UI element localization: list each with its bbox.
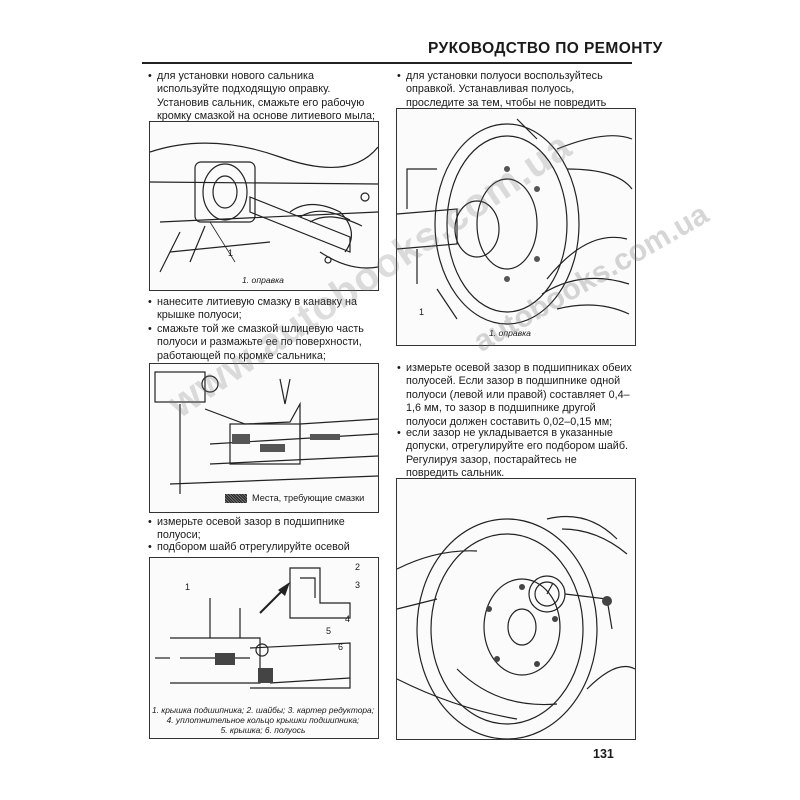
fig3-callout-3: 3 [355,580,361,590]
seal-install-drawing [150,142,378,273]
axle-install-drawing [397,118,633,325]
rfig1-caption: 1. оправка [489,328,531,338]
figure-lubrication-points: Места, требующие смазки [149,363,379,513]
bullet: • [397,362,401,374]
figure-dial-indicator [396,478,636,740]
right-paragraph-2: • измерьте осевой зазор в подшипниках об… [397,362,632,428]
header-rule [142,62,632,64]
left-paragraph-1: • для установки нового сальника использу… [148,70,376,123]
fig1-caption: 1. оправка [242,275,284,285]
legend-swatch [225,494,247,503]
bullet: • [148,541,152,553]
bullet: • [397,427,401,439]
lubrication-drawing [154,371,378,494]
left-paragraph-3: • смажьте той же смазкой шлицевую часть … [148,323,364,362]
figure-install-seal: 1 1. оправка [149,121,379,291]
fig3-callout-6: 6 [338,642,344,652]
fig3-callout-5: 5 [326,626,332,636]
dial-indicator-drawing [397,515,635,739]
bullet: • [148,70,152,82]
rfig1-callout-1: 1 [419,307,425,317]
left-paragraph-4: • измерьте осевой зазор в подшипнике пол… [148,516,345,542]
fig2-legend: Места, требующие смазки [252,493,365,503]
bullet: • [148,323,152,335]
right-paragraph-3: • если зазор не укладывается в указанные… [397,427,629,480]
page-header-title: РУКОВОДСТВО ПО РЕМОНТУ [428,40,663,57]
clearance-drawing [155,567,351,689]
left-paragraph-2: • нанесите литиевую смазку в канавку на … [148,296,358,322]
fig3-callout-1: 1 [185,582,191,592]
bullet: • [148,516,152,528]
fig3-callout-2: 2 [355,562,361,572]
figure-axial-clearance: 1 2 3 4 5 6 1. крышка подшипника; 2. шай… [149,557,379,739]
fig3-caption: 1. крышка подшипника; 2. шайбы; 3. карте… [151,705,375,735]
bullet: • [148,296,152,308]
bullet: • [397,70,401,82]
page-number: 131 [593,747,614,761]
figure-install-axle: 1 1. оправка [396,108,636,346]
fig3-callout-4: 4 [345,614,351,624]
fig1-callout-1: 1 [228,248,234,258]
